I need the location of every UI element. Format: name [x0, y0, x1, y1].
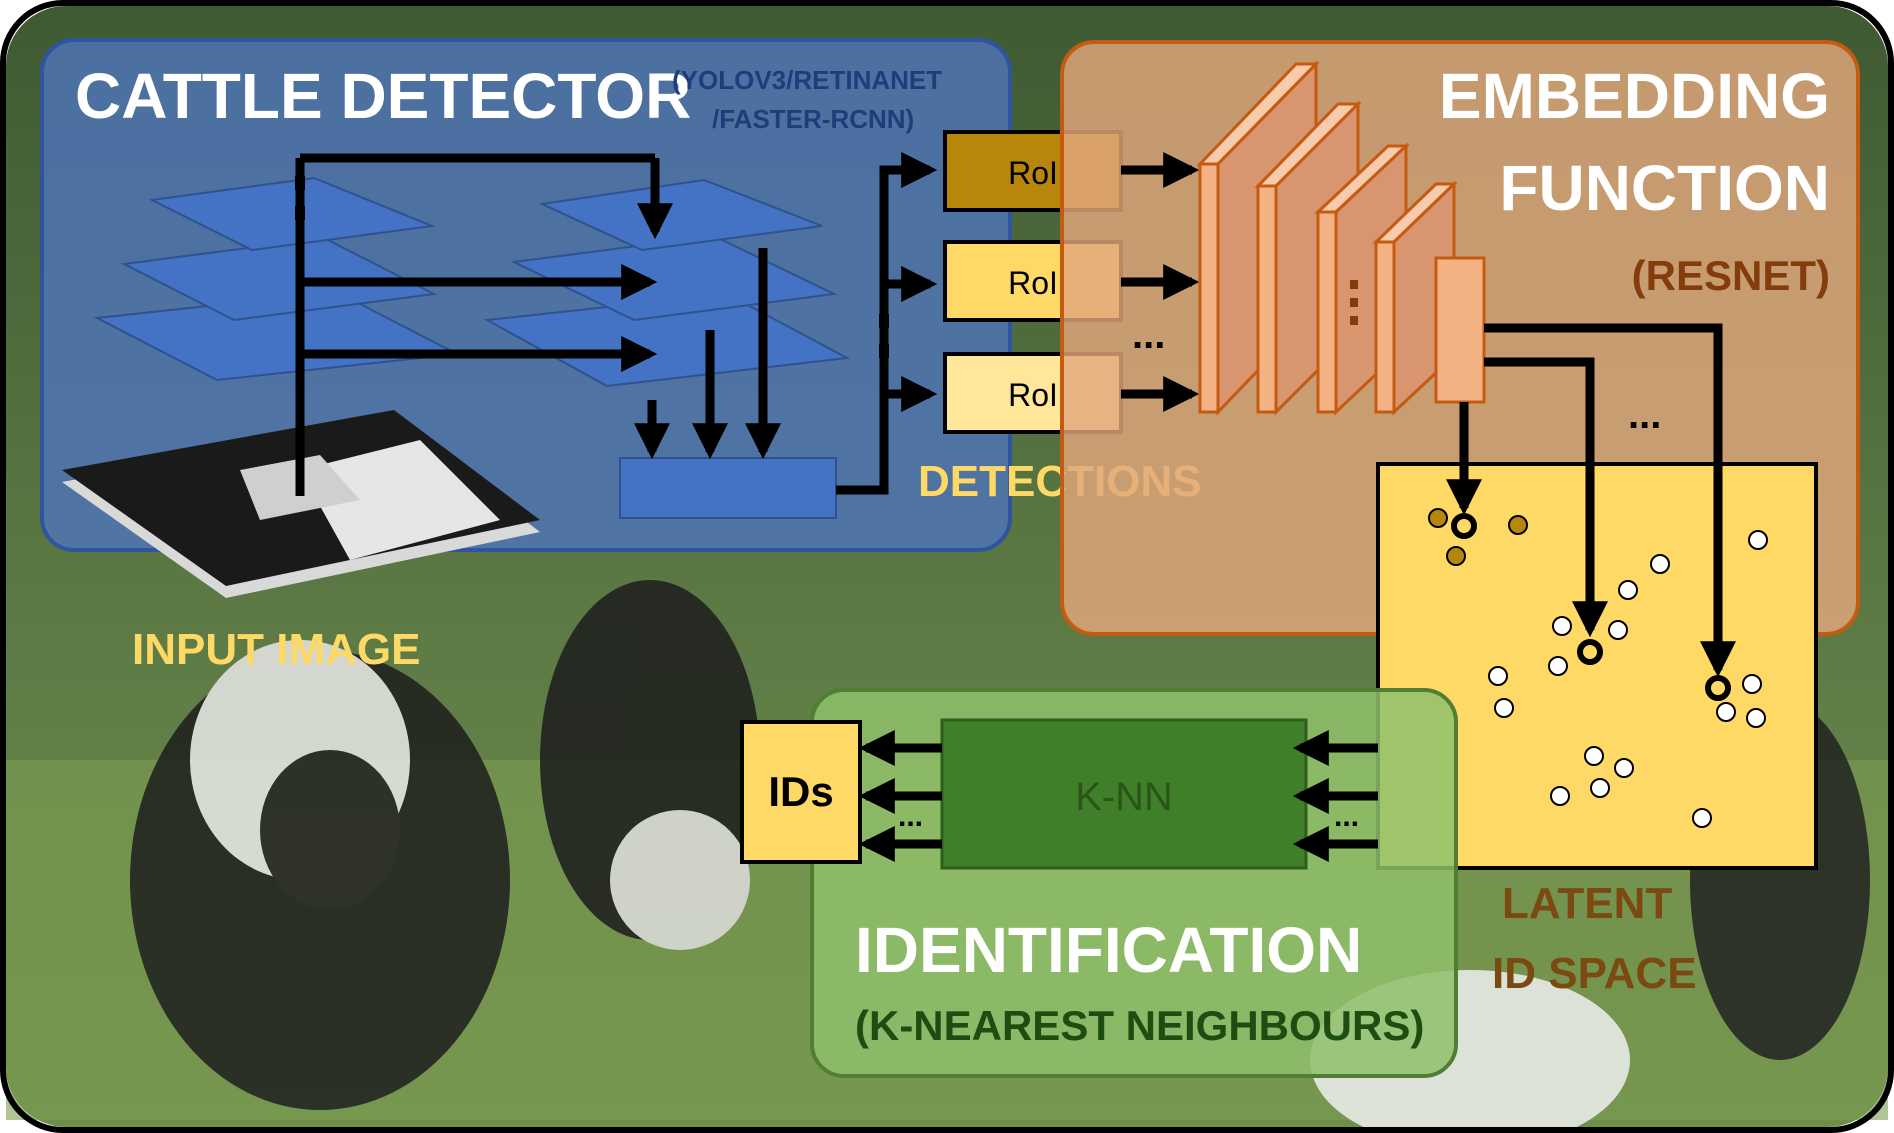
roi-ellipsis: ... [1132, 313, 1165, 357]
roi-label-3: RoI [1008, 377, 1058, 413]
latent-label-line2: ID SPACE [1492, 949, 1697, 998]
detection-head-block [619, 457, 837, 519]
ids-label: IDs [768, 768, 833, 815]
resnet-dots [1350, 280, 1358, 325]
knn-to-ids-arrows [858, 730, 942, 862]
knn-output-ellipsis: ... [898, 800, 923, 833]
embedding-ellipsis: ... [1628, 393, 1661, 437]
cattle-detector-title: CATTLE DETECTOR [75, 60, 691, 132]
embedding-output-vector [1434, 256, 1486, 404]
knn-input-ellipsis: ... [1334, 800, 1359, 833]
roi-label-1: RoI [1008, 155, 1058, 191]
embedding-to-latent-arrows [1446, 323, 1736, 678]
embedding-subtitle: (RESNET) [1632, 252, 1830, 299]
cattle-detector-subtitle-line2: /FASTER-RCNN) [712, 104, 914, 134]
identification-title: IDENTIFICATION [855, 914, 1362, 986]
embedding-title-line2: FUNCTION [1499, 152, 1830, 224]
detector-dots [295, 176, 889, 358]
fpn-feature-layers [483, 178, 851, 388]
resnet-layers [1196, 60, 1486, 416]
detector-arrows [295, 152, 938, 496]
cattle-detector-subtitle-line1: (YOLOV3/RETINANET [672, 65, 942, 95]
embedding-title-line1: EMBEDDING [1439, 60, 1830, 132]
roi-to-network-arrows [1121, 152, 1200, 412]
latent-label-line1: LATENT [1502, 879, 1672, 928]
roi-label-2: RoI [1008, 265, 1058, 301]
input-image-label: INPUT IMAGE [132, 625, 420, 674]
input-image-thumbnail [62, 410, 540, 598]
latent-to-knn-arrows [1292, 730, 1378, 862]
identification-subtitle: (K-NEAREST NEIGHBOURS) [855, 1002, 1424, 1049]
fpn-layer-1 [538, 178, 823, 252]
backbone-layer-1 [148, 176, 436, 252]
knn-label: K-NN [1075, 775, 1173, 819]
latent-points [1428, 508, 1768, 828]
knn-box [940, 718, 1308, 870]
